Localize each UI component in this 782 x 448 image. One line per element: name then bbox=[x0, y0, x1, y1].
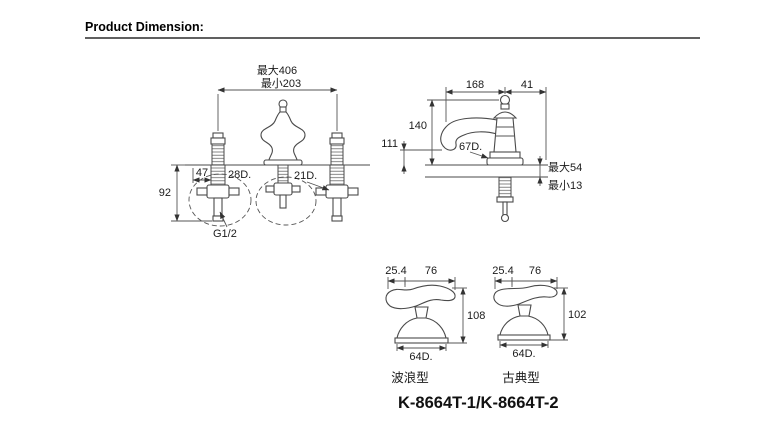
dim-right-base-diameter: 64D. bbox=[512, 348, 535, 360]
front-right-valve bbox=[315, 132, 359, 222]
page-title: Product Dimension: bbox=[85, 20, 204, 34]
side-view-drawing bbox=[425, 94, 548, 223]
dim-left-height: 108 bbox=[467, 310, 485, 322]
dim-outlet-height: 111 bbox=[381, 138, 398, 150]
handle-right-drawing bbox=[493, 284, 558, 341]
front-view-drawing bbox=[185, 99, 370, 227]
side-view-dimensions: 168 41 140 111 67D. 最大54 最小13 bbox=[381, 79, 582, 192]
dim-left-base-diameter: 64D. bbox=[409, 351, 432, 363]
dim-rear-clearance: 41 bbox=[521, 79, 533, 91]
dim-right-width-total: 76 bbox=[529, 265, 541, 277]
dim-right-height: 102 bbox=[568, 309, 586, 321]
handle-right-dimensions: 25.4 76 102 64D. 古典型 bbox=[492, 265, 586, 385]
front-spout bbox=[260, 99, 306, 166]
g-thread-callout-left bbox=[188, 173, 252, 227]
side-spout-shank bbox=[496, 176, 514, 223]
dim-spout-reach: 168 bbox=[466, 79, 484, 91]
dim-left-width-small: 25.4 bbox=[385, 265, 406, 277]
model-number: K-8664T-1/K-8664T-2 bbox=[398, 394, 559, 412]
page-header: Product Dimension: bbox=[85, 20, 700, 39]
dim-left-width-total: 76 bbox=[425, 265, 437, 277]
dim-deck-min: 最小13 bbox=[548, 179, 582, 192]
dim-below-deck-height: 92 bbox=[159, 187, 171, 199]
dim-spread-max: 最大406 bbox=[257, 63, 297, 77]
handle-right-type-label: 古典型 bbox=[502, 370, 540, 385]
dim-handle-offset: 47 bbox=[196, 167, 208, 179]
dim-supply-thread: G1/2 bbox=[213, 228, 237, 240]
dim-escutcheon-diameter: 28D. bbox=[228, 169, 251, 181]
g-thread-callout-center bbox=[255, 176, 317, 226]
dim-spread-min: 最小203 bbox=[261, 77, 301, 90]
dim-base-diameter: 67D. bbox=[459, 141, 482, 153]
handle-left-drawing bbox=[385, 284, 456, 344]
dim-right-width-small: 25.4 bbox=[492, 265, 513, 277]
dim-hole-diameter: 21D. bbox=[294, 170, 317, 182]
front-spout-shank bbox=[265, 164, 301, 209]
dim-deck-max: 最大54 bbox=[548, 160, 582, 174]
handle-left-type-label: 波浪型 bbox=[391, 370, 429, 385]
side-spout bbox=[440, 94, 524, 166]
dim-spout-height: 140 bbox=[409, 120, 427, 132]
front-view-dimensions: 最大406 最小203 47 28D. 21D. 92 G1/2 bbox=[159, 63, 338, 240]
handle-left-dimensions: 25.4 76 108 64D. 波浪型 bbox=[385, 265, 485, 385]
